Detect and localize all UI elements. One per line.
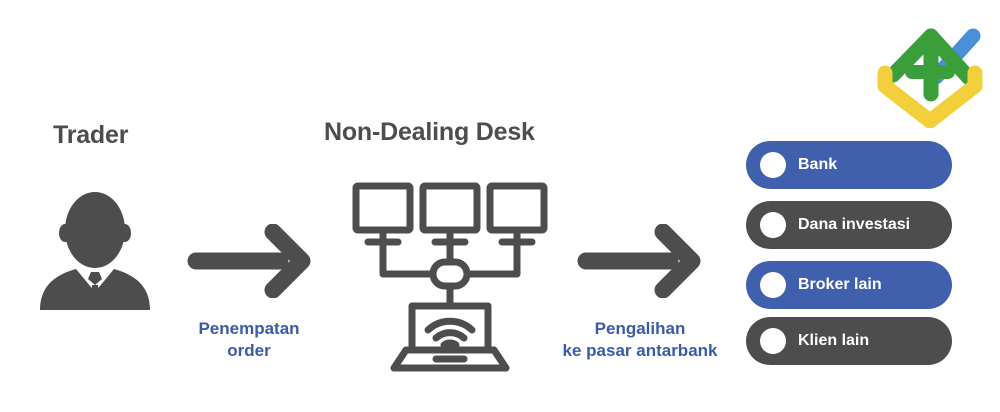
counterparty-pill-klien-lain[interactable]: Klien lain [746, 317, 952, 365]
arrow-caption-2-line1: Pengalihan [594, 319, 686, 338]
arrow-caption-1-line2: order [227, 341, 271, 360]
bullet-dot-icon [760, 212, 786, 238]
arrow-caption-2: Pengalihan ke pasar antarbank [525, 318, 755, 362]
arrow-right-icon-2 [576, 223, 702, 299]
counterparty-label: Dana investasi [798, 216, 911, 233]
counterparty-pill-broker-lain[interactable]: Broker lain [746, 261, 952, 309]
arrow-caption-2-line2: ke pasar antarbank [562, 341, 718, 360]
bullet-dot-icon [760, 328, 786, 354]
arrow-caption-1-line1: Penempatan [198, 319, 300, 338]
fx-brand-logo [876, 22, 986, 129]
bullet-dot-icon [760, 272, 786, 298]
businessman-silhouette-icon [36, 186, 154, 310]
desk-heading: Non-Dealing Desk [324, 118, 535, 146]
counterparty-label: Klien lain [798, 332, 870, 349]
network-monitors-laptop-icon [340, 178, 560, 374]
counterparty-pill-bank[interactable]: Bank [746, 141, 952, 189]
trader-heading: Trader [53, 121, 129, 149]
counterparty-label: Broker lain [798, 276, 882, 293]
counterparty-label: Bank [798, 156, 838, 173]
counterparty-pill-dana-investasi[interactable]: Dana investasi [746, 201, 952, 249]
arrow-right-icon-1 [186, 223, 312, 299]
arrow-caption-1: Penempatan order [129, 318, 369, 362]
bullet-dot-icon [760, 152, 786, 178]
